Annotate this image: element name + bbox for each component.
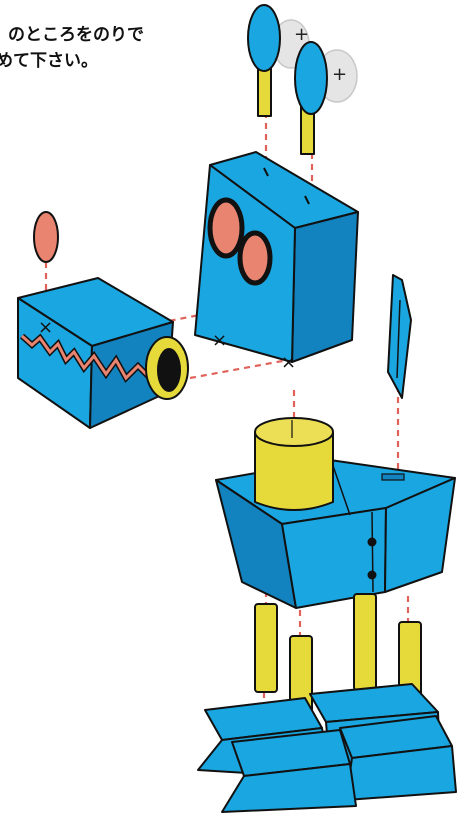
x-mark-icon: × [38,317,53,338]
plus-mark-icon: + [294,24,309,45]
torso-piece [216,418,455,608]
leg-piece [255,604,277,692]
x-mark-icon: × [212,330,227,351]
ear-piece [388,275,411,398]
antenna-right: + [295,42,357,154]
plus-mark-icon: + [332,64,347,85]
cannon-arm-piece: × [18,212,188,428]
head-piece: × × [195,152,358,373]
x-mark-icon: × [281,352,296,373]
leg-piece [354,594,376,690]
foot-front-right [340,716,456,800]
foot-front-left [222,730,356,812]
